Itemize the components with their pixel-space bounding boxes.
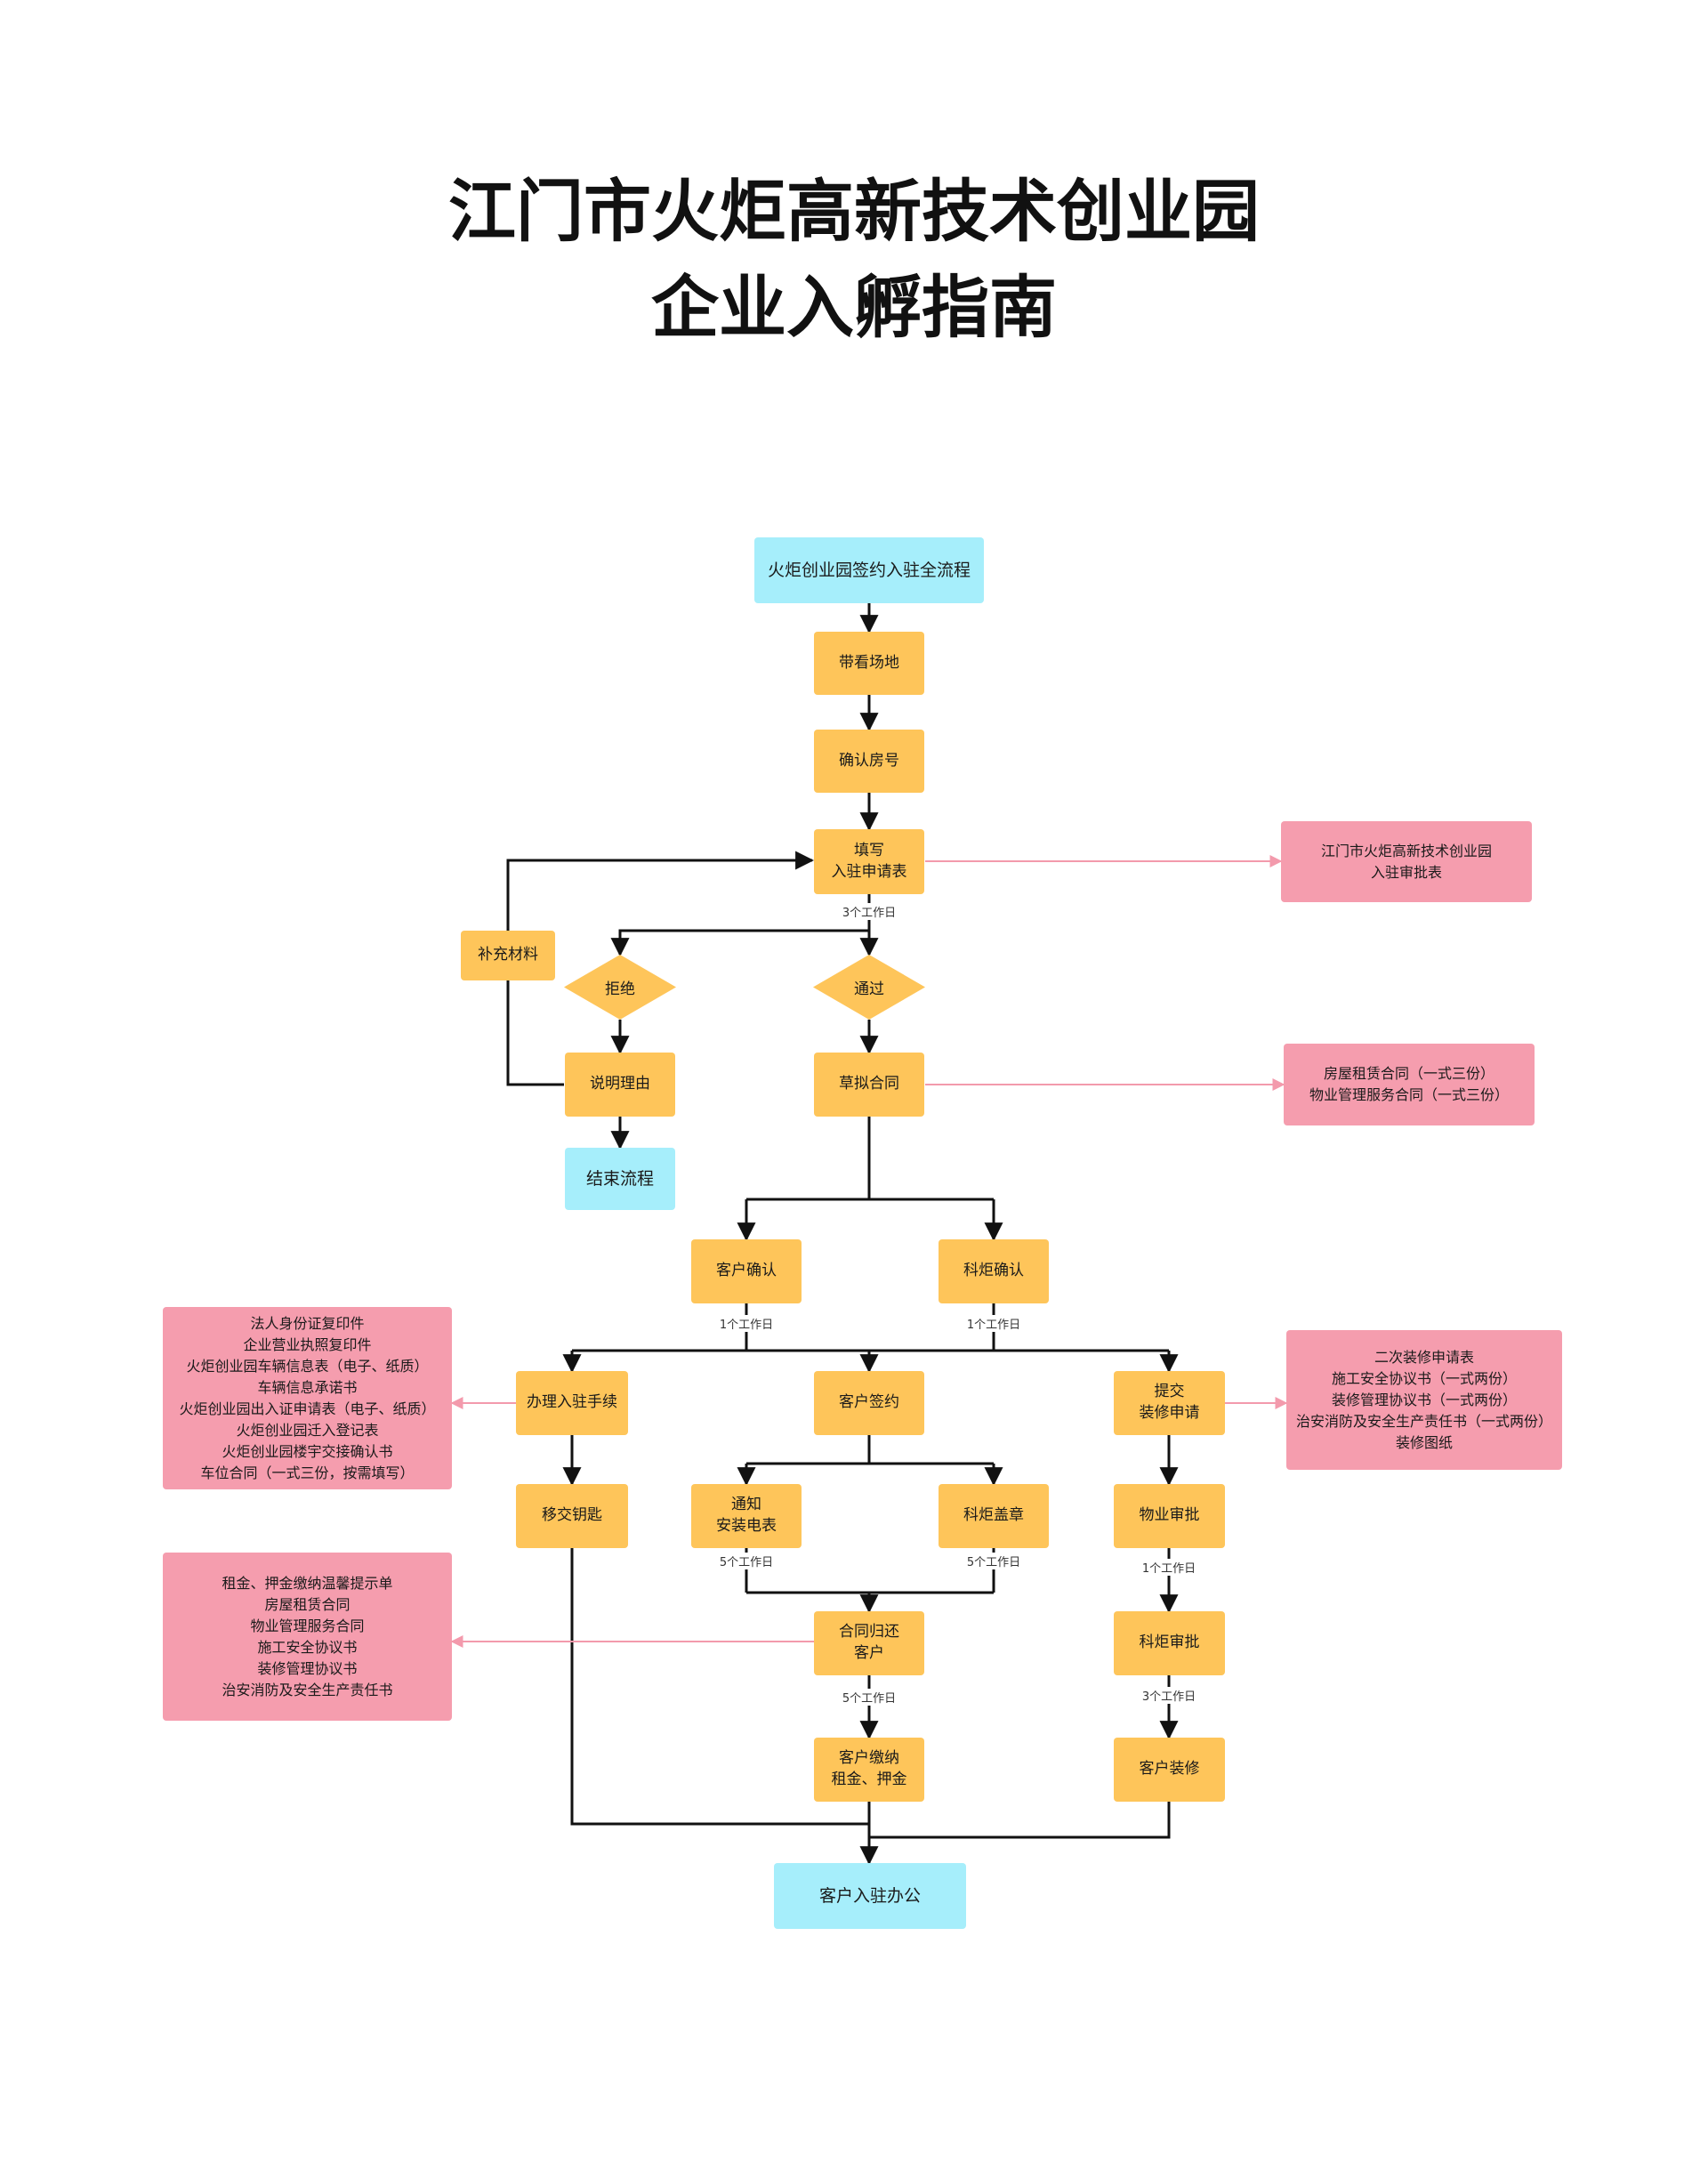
arrow-to-client-confirm [746,1198,994,1239]
contracts-note: 房屋租赁合同（一式三份） 物业管理服务合同（一式三份） [1284,1044,1535,1125]
end-flow-node: 结束流程 [565,1148,675,1210]
procedures-node: 办理入驻手续 [516,1371,628,1435]
torch-review-days-label: 3个工作日 [1139,1687,1199,1704]
meter-days-label: 5个工作日 [716,1553,777,1569]
torch-review-node: 科炬审批 [1114,1611,1225,1675]
page-title-line1: 江门市火炬高新技术创业园 [448,172,1260,251]
client-sign-node: 客户签约 [814,1371,924,1435]
torch-confirm-node: 科炬确认 [939,1239,1049,1303]
client-decoration-node: 客户装修 [1114,1738,1225,1802]
seal-days-label: 5个工作日 [963,1553,1024,1569]
decoration-documents-note: 二次装修申请表 施工安全协议书（一式两份） 装修管理协议书（一式两份） 治安消防… [1286,1330,1562,1470]
loop-explain-supplement [506,980,564,1086]
property-review-node: 物业审批 [1114,1484,1225,1548]
client-confirm-days-label: 1个工作日 [716,1315,777,1332]
hand-keys-node: 移交钥匙 [516,1484,628,1548]
page-title-line2: 企业入孵指南 [651,268,1057,347]
pay-rent-node: 客户缴纳 租金、押金 [814,1738,924,1802]
return-documents-note: 租金、押金缴纳温馨提示单 房屋租赁合同 物业管理服务合同 施工安全协议书 装修管… [163,1553,452,1721]
move-in-node: 客户入驻办公 [774,1863,966,1929]
explain-reason-node: 说明理由 [565,1053,675,1117]
loop-supplement-fill [506,851,815,931]
draft-contract-node: 草拟合同 [814,1053,924,1117]
client-confirm-node: 客户确认 [691,1239,802,1303]
confirm-room-node: 确认房号 [814,730,924,793]
visit-site-node: 带看场地 [814,632,924,695]
approval-form-note: 江门市火炬高新技术创业园 入驻审批表 [1281,821,1532,902]
return-days-label: 5个工作日 [839,1689,899,1706]
torch-seal-node: 科炬盖章 [939,1484,1049,1548]
line-keys-to-end [570,1548,869,1826]
property-days-label: 1个工作日 [1139,1559,1199,1576]
fill-days-label: 3个工作日 [839,903,899,920]
line-deco-to-end [869,1802,1171,1839]
arrow-split-reject [610,929,869,957]
submit-decoration-node: 提交 装修申请 [1114,1371,1225,1435]
supplement-materials-node: 补充材料 [461,931,555,980]
start-node: 火炬创业园签约入驻全流程 [754,537,984,603]
return-contract-node: 合同归还 客户 [814,1611,924,1675]
fill-application-node: 填写 入驻申请表 [814,829,924,894]
procedure-documents-note: 法人身份证复印件 企业营业执照复印件 火炬创业园车辆信息表（电子、纸质） 车辆信… [163,1307,452,1489]
torch-confirm-days-label: 1个工作日 [963,1315,1024,1332]
notify-meter-node: 通知 安装电表 [691,1484,802,1548]
